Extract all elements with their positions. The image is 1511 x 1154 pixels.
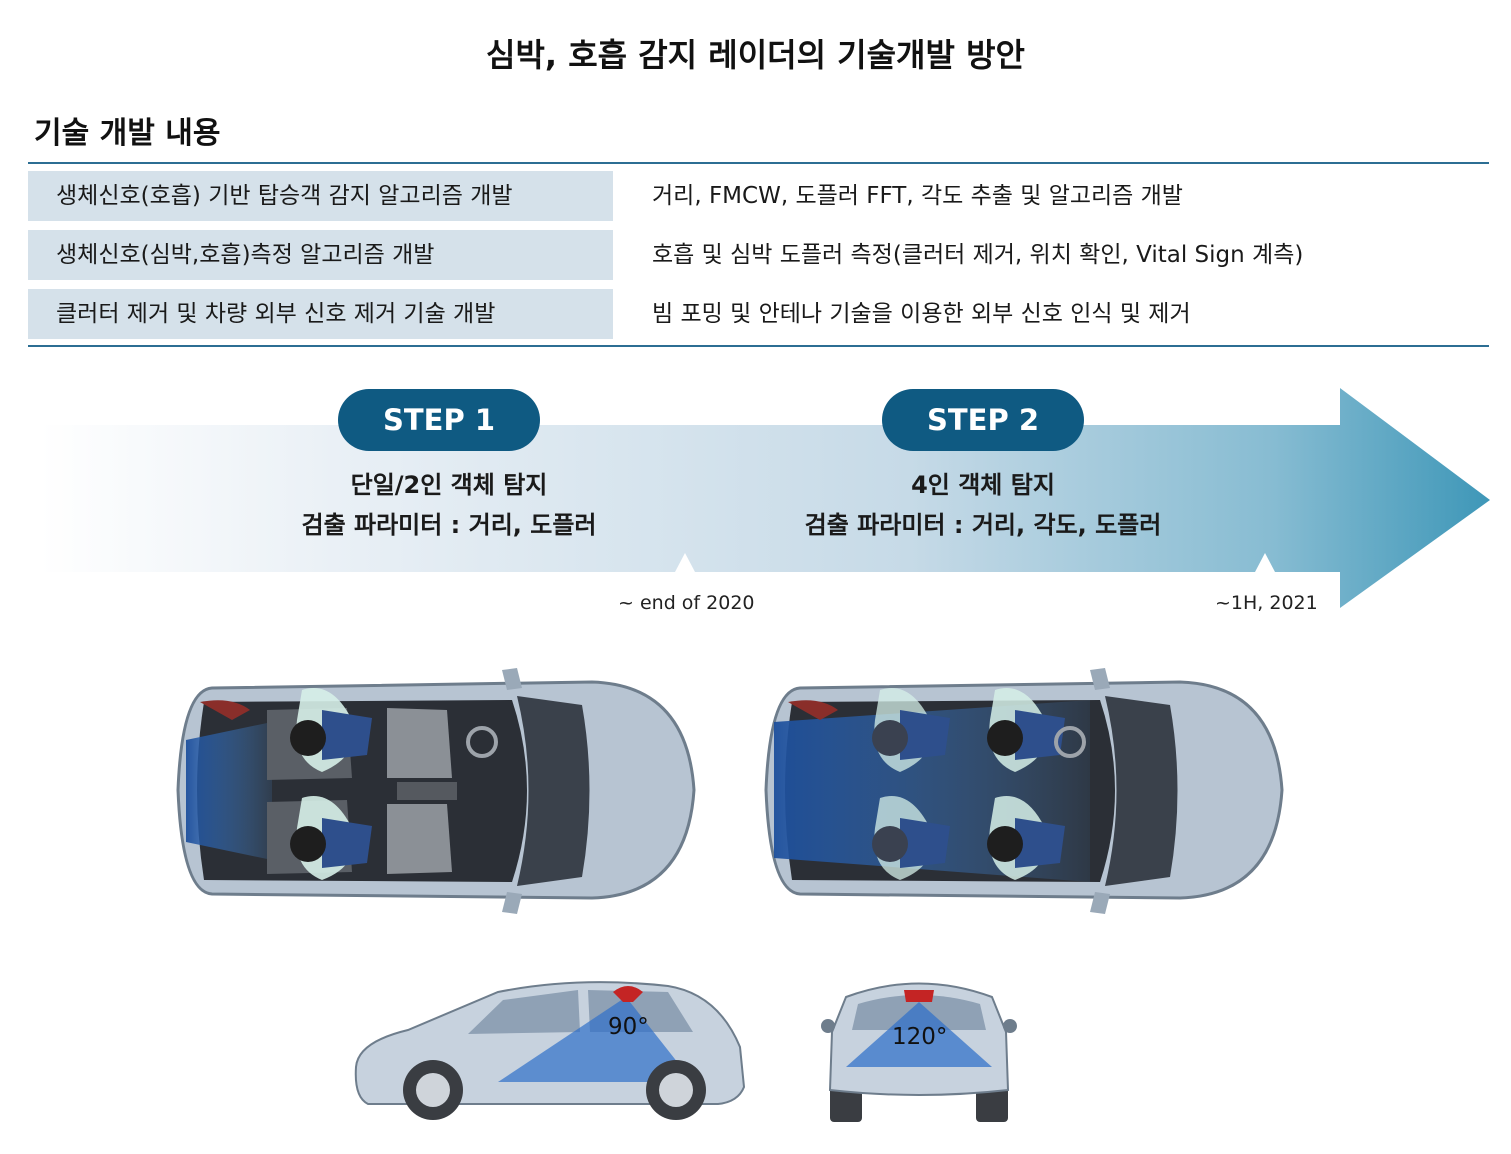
car-side-view-illustration (354, 981, 746, 1120)
car-rear-view-illustration (821, 982, 1017, 1122)
side-view-angle-label: 90° (608, 1014, 649, 1040)
page-title: 심박, 호흡 감지 레이더의 기술개발 방안 (486, 36, 1025, 74)
step-2-title: 4인 객체 탐지 (911, 471, 1055, 499)
section-heading: 기술 개발 내용 (34, 116, 221, 151)
milestone-step-1: ~ end of 2020 (618, 592, 755, 614)
table-row-label-2: 생체신호(심박,호흡)측정 알고리즘 개발 (28, 230, 613, 280)
table-row-desc-2: 호흡 및 심박 도플러 측정(클러터 제거, 위치 확인, Vital Sign… (652, 242, 1304, 268)
step-1-title: 단일/2인 객체 탐지 (350, 471, 548, 499)
step1-car-top-view-illustration (176, 668, 696, 914)
step-1-params: 검출 파라미터 : 거리, 도플러 (301, 511, 597, 539)
milestone-step-2: ~1H, 2021 (1215, 592, 1318, 614)
table-row-label-1: 생체신호(호흡) 기반 탑승객 감지 알고리즘 개발 (28, 171, 613, 221)
step2-car-top-view-illustration (764, 668, 1284, 914)
table-row-desc-3: 빔 포밍 및 안테나 기술을 이용한 외부 신호 인식 및 제거 (652, 301, 1191, 327)
table-bottom-rule (28, 345, 1489, 347)
rear-view-angle-label: 120° (892, 1024, 948, 1050)
step-1-badge: STEP 1 (338, 389, 540, 451)
table-row-label-3: 클러터 제거 및 차량 외부 신호 제거 기술 개발 (28, 289, 613, 339)
step-2-params: 검출 파라미터 : 거리, 각도, 도플러 (804, 511, 1162, 539)
table-row-desc-1: 거리, FMCW, 도플러 FFT, 각도 추출 및 알고리즘 개발 (652, 183, 1183, 209)
table-top-rule (28, 162, 1489, 164)
step-2-badge: STEP 2 (882, 389, 1084, 451)
